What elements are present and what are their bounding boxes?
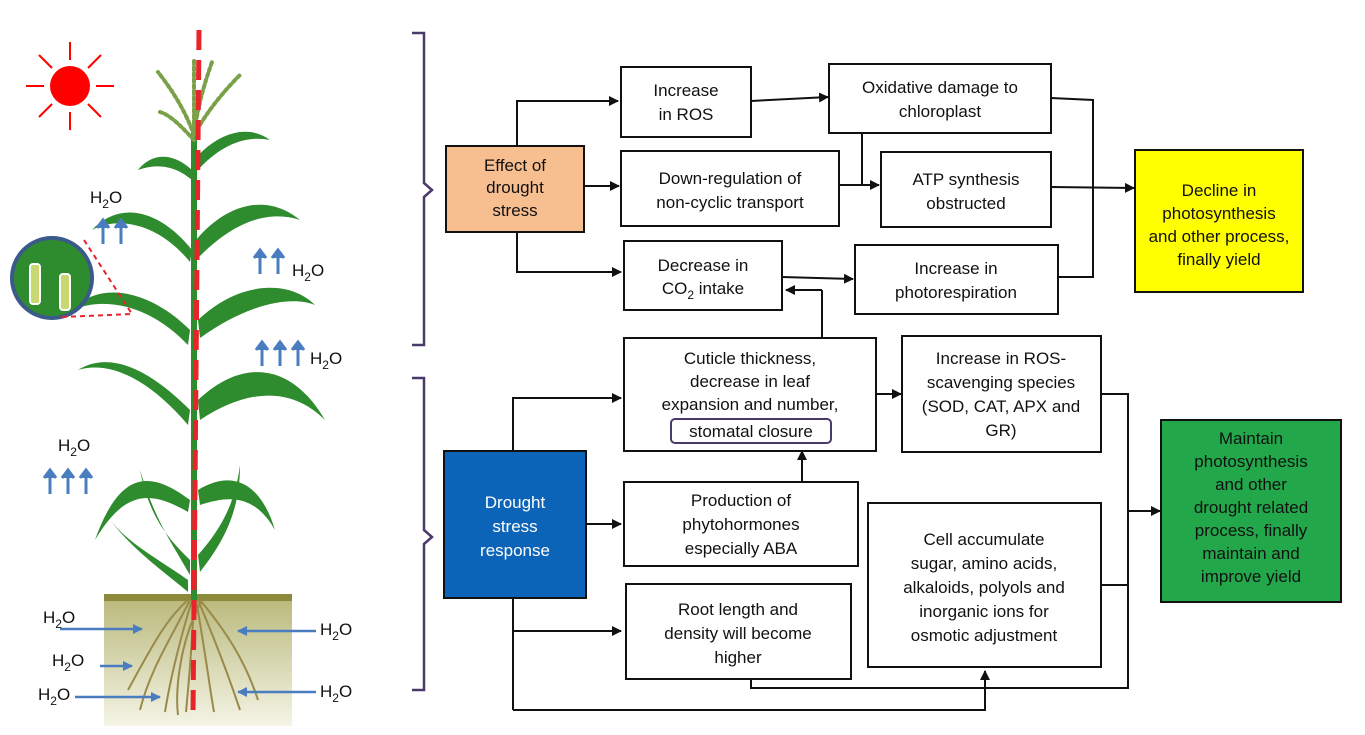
cell-box: Cell accumulate sugar, amino acids, alka… <box>867 502 1102 668</box>
svg-text:Increase in ROS-: Increase in ROS- <box>936 349 1066 368</box>
center-dashed-line <box>190 29 202 716</box>
response-box: Drought stress response <box>443 450 587 599</box>
svg-text:chloroplast: chloroplast <box>899 102 981 121</box>
h2o-label: H2O <box>310 349 342 372</box>
svg-text:alkaloids, polyols and: alkaloids, polyols and <box>903 578 1065 597</box>
h2o-label: H2O <box>52 651 84 674</box>
leaves <box>72 131 325 592</box>
h2o-label: H2O <box>38 685 70 708</box>
h2o-label: H2O <box>58 436 90 459</box>
svg-text:Maintain: Maintain <box>1219 429 1283 448</box>
photoresp-box: Increase in photorespiration <box>854 244 1059 315</box>
ros-scavenging-box: Increase in ROS- scavenging species (SOD… <box>901 335 1102 453</box>
svg-text:Increase in: Increase in <box>914 259 997 278</box>
downreg-box: Down-regulation of non-cyclic transport <box>620 150 840 227</box>
h2o-label: H2O <box>320 620 352 643</box>
svg-text:process, finally: process, finally <box>1195 521 1308 540</box>
svg-text:Oxidative damage to: Oxidative damage to <box>862 78 1018 97</box>
tassel <box>156 58 242 142</box>
phyto-box: Production of phytohormones especially A… <box>623 481 859 567</box>
svg-text:Production of: Production of <box>691 491 791 510</box>
upper-brace <box>412 31 434 347</box>
svg-text:response: response <box>480 541 550 560</box>
svg-text:decrease in leaf: decrease in leaf <box>690 372 810 391</box>
cuticle-box: Cuticle thickness, decrease in leaf expa… <box>623 337 877 452</box>
svg-text:and other: and other <box>1215 475 1287 494</box>
svg-text:drought related: drought related <box>1194 498 1308 517</box>
svg-text:Decline in: Decline in <box>1182 181 1257 200</box>
soil <box>104 596 292 726</box>
svg-text:non-cyclic transport: non-cyclic transport <box>656 193 804 212</box>
svg-text:finally yield: finally yield <box>1177 250 1260 269</box>
svg-text:photosynthesis: photosynthesis <box>1194 452 1307 471</box>
svg-text:and other process,: and other process, <box>1149 227 1290 246</box>
svg-text:photosynthesis: photosynthesis <box>1162 204 1275 223</box>
oxidative-box: Oxidative damage to chloroplast <box>828 63 1052 134</box>
svg-text:CO2 intake: CO2 intake <box>662 279 744 302</box>
h2o-label: H2O <box>292 261 324 284</box>
effect-box: Effect of drought stress <box>445 145 585 233</box>
svg-text:scavenging species: scavenging species <box>927 373 1075 392</box>
svg-text:expansion and number,: expansion and number, <box>662 395 839 414</box>
svg-text:phytohormones: phytohormones <box>682 515 799 534</box>
soil-water-arrows <box>60 624 316 702</box>
svg-text:osmotic adjustment: osmotic adjustment <box>911 626 1058 645</box>
sun-icon <box>26 42 114 130</box>
svg-text:Down-regulation of: Down-regulation of <box>659 169 802 188</box>
maintain-box: Maintain photosynthesis and other drough… <box>1160 419 1342 603</box>
svg-text:higher: higher <box>714 648 762 667</box>
svg-text:Root length and: Root length and <box>678 600 798 619</box>
upper-connectors <box>516 92 1135 337</box>
svg-text:(SOD, CAT, APX and: (SOD, CAT, APX and <box>922 397 1080 416</box>
svg-text:Effect of: Effect of <box>484 156 546 175</box>
svg-text:Drought: Drought <box>485 493 546 512</box>
svg-text:stress: stress <box>492 201 537 220</box>
svg-text:stomatal closure: stomatal closure <box>689 422 813 441</box>
h2o-label: H2O <box>90 188 122 211</box>
stomatal-highlight <box>670 418 832 444</box>
h2o-label: H2O <box>320 682 352 705</box>
svg-text:especially ABA: especially ABA <box>685 539 798 558</box>
plant-illustration: H2O H2O H2O H2O H2O H2O H2O H2O H2O <box>10 29 352 726</box>
svg-text:obstructed: obstructed <box>926 194 1005 213</box>
svg-text:density will become: density will become <box>664 624 811 643</box>
decline-box: Decline in photosynthesis and other proc… <box>1134 149 1304 293</box>
co2-box: Decrease in CO2 intake <box>623 240 783 311</box>
svg-text:maintain and: maintain and <box>1202 544 1299 563</box>
lower-connectors <box>512 389 1161 711</box>
stomata-icon <box>10 236 133 320</box>
svg-text:Decrease in: Decrease in <box>658 256 749 275</box>
svg-text:ATP synthesis: ATP synthesis <box>912 170 1019 189</box>
ros-box: Increase in ROS <box>620 66 752 138</box>
svg-text:drought: drought <box>486 178 544 197</box>
svg-text:stress: stress <box>492 517 537 536</box>
h2o-label: H2O <box>43 608 75 631</box>
svg-text:GR): GR) <box>985 421 1016 440</box>
atp-box: ATP synthesis obstructed <box>880 151 1052 228</box>
svg-text:sugar, amino acids,: sugar, amino acids, <box>911 554 1057 573</box>
svg-text:Cell accumulate: Cell accumulate <box>924 530 1045 549</box>
svg-text:inorganic ions for: inorganic ions for <box>919 602 1049 621</box>
svg-text:in ROS: in ROS <box>659 105 714 124</box>
water-labels: H2O H2O H2O H2O H2O H2O H2O H2O H2O <box>38 188 352 708</box>
svg-text:improve yield: improve yield <box>1201 567 1301 586</box>
lower-brace <box>412 376 434 692</box>
svg-text:photorespiration: photorespiration <box>895 283 1017 302</box>
svg-text:Increase: Increase <box>653 81 718 100</box>
svg-text:Cuticle thickness,: Cuticle thickness, <box>684 349 816 368</box>
root-box: Root length and density will become high… <box>625 583 852 680</box>
roots <box>127 599 259 716</box>
water-arrow-icon <box>42 217 306 494</box>
